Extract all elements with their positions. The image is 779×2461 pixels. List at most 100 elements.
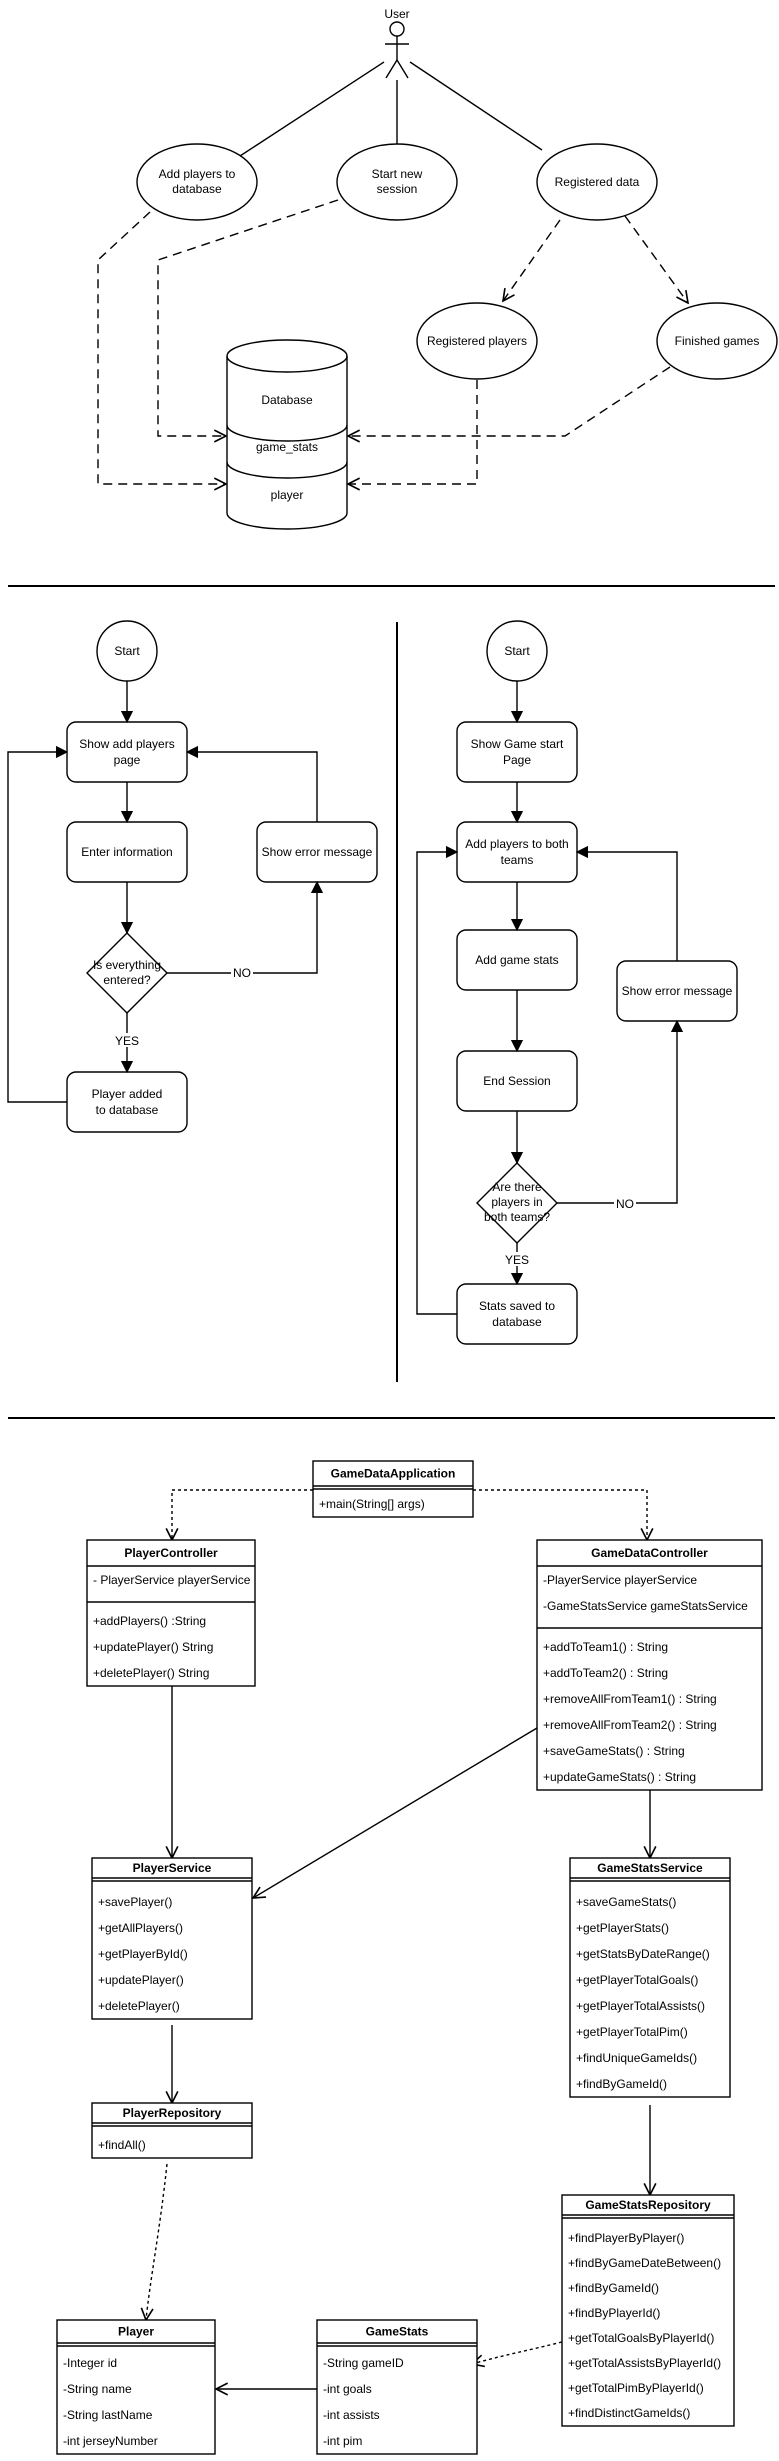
class-stats-repo-name: GameStatsRepository <box>585 2198 711 2212</box>
class-diagram: GameDataApplication +main(String[] args) P… <box>56 1460 763 2455</box>
class-player-controller: PlayerController - PlayerService playerSe… <box>86 1539 256 1687</box>
right-check-line3: both teams? <box>484 1210 550 1224</box>
class-player-service-member: +getPlayerById() <box>98 1947 188 1961</box>
usecase-registered-data: Registered data <box>536 143 658 221</box>
right-error-label: Show error message <box>622 984 733 998</box>
dep-app-playercontroller <box>172 1489 313 1540</box>
class-app-name: GameDataApplication <box>331 1467 456 1481</box>
left-yes-label: YES <box>115 1034 139 1048</box>
class-player-name: Player <box>118 2325 154 2339</box>
usecase-finished-games: Finished games <box>656 302 778 380</box>
right-done-line2: database <box>492 1315 542 1329</box>
class-game-controller-member: +updateGameStats() : String <box>543 1770 696 1784</box>
class-player-service-member: +deletePlayer() <box>98 1999 180 2013</box>
class-stats-service-member: +getPlayerStats() <box>576 1921 669 1935</box>
class-game-controller-member: +addToTeam1() : String <box>543 1640 668 1654</box>
flowchart-add-players: Start Show add players page Enter inform… <box>7 620 378 1133</box>
class-player-member: -Integer id <box>63 2356 117 2370</box>
class-player-controller-field: - PlayerService playerService <box>93 1573 251 1587</box>
class-game-stats-member: -int goals <box>323 2382 372 2396</box>
assoc-gamedatacontroller-playerservice <box>253 1727 538 1898</box>
right-loop-back <box>416 852 457 1315</box>
class-game-controller-member: +addToTeam2() : String <box>543 1666 668 1680</box>
class-player-controller-name: PlayerController <box>124 1546 218 1560</box>
class-game-controller-name: GameDataController <box>591 1546 708 1560</box>
right-yes-label: YES <box>505 1253 529 1267</box>
class-game-controller-member: +saveGameStats() : String <box>543 1744 685 1758</box>
left-show-page-line1: Show add players <box>79 737 174 751</box>
class-stats-service-member: +saveGameStats() <box>576 1895 676 1909</box>
class-player-controller-member: +deletePlayer() String <box>93 1666 209 1680</box>
class-stats-service-member: +getStatsByDateRange() <box>576 1947 710 1961</box>
right-done-line1: Stats saved to <box>479 1299 555 1313</box>
class-stats-service-member: +getPlayerTotalGoals() <box>576 1973 698 1987</box>
left-show-page-node <box>66 721 188 783</box>
dep-gamestatsrepository-gamestats <box>472 2341 563 2364</box>
usecase-registered-players: Registered players <box>416 302 538 380</box>
class-game-controller-field: -GameStatsService gameStatsService <box>543 1599 748 1613</box>
flow-registered-players-from-player-table <box>348 380 478 484</box>
left-no-branch <box>167 882 317 974</box>
assoc-registered-data <box>409 61 543 151</box>
usecase-registered-players-label: Registered players <box>427 334 527 348</box>
left-enter-info-label: Enter information <box>81 845 172 859</box>
flowchart-game-session: Start Show Game start Page Add players t… <box>416 620 738 1345</box>
usecase-finished-games-label: Finished games <box>675 334 760 348</box>
class-player-repo: PlayerRepository+findAll() <box>91 2102 253 2159</box>
flow-start-session-to-game-stats <box>157 199 339 436</box>
class-stats-repo: GameStatsRepository +findPlayerByPlayer()… <box>561 2194 735 2427</box>
class-game-stats-member: -int assists <box>323 2408 380 2422</box>
usecase-add-players-line2: database <box>172 182 222 196</box>
class-game-stats-name: GameStats <box>366 2325 429 2339</box>
right-no-branch <box>557 1021 677 1204</box>
left-show-page-line2: page <box>114 753 141 767</box>
right-show-page-node <box>456 721 578 783</box>
class-player-controller-member: +addPlayers() :String <box>93 1614 206 1628</box>
usecase-start-session-line2: session <box>377 182 418 196</box>
right-end-session-label: End Session <box>483 1074 550 1088</box>
left-error-back <box>187 752 318 822</box>
class-stats-repo-member: +findByGameDateBetween() <box>568 2256 721 2270</box>
dep-playerrepository-player <box>146 2163 168 2320</box>
flow-finished-games-from-game-stats <box>348 366 671 436</box>
left-no-label: NO <box>233 966 251 980</box>
class-player-member: -String name <box>63 2382 132 2396</box>
left-error-label: Show error message <box>262 845 373 859</box>
class-stats-repo-member: +getTotalAssistsByPlayerId() <box>568 2356 721 2370</box>
class-stats-service-member: +findByGameId() <box>576 2077 667 2091</box>
class-game-controller-member: +removeAllFromTeam2() : String <box>543 1718 717 1732</box>
right-done-node <box>456 1283 578 1345</box>
class-stats-repo-member: +findDistinctGameIds() <box>568 2406 690 2420</box>
database-cylinder: Database game_stats player <box>226 339 348 530</box>
usecase-add-players-line1: Add players to <box>159 167 236 181</box>
left-start-label: Start <box>114 644 140 658</box>
class-player-controller-member: +updatePlayer() String <box>93 1640 213 1654</box>
class-game-controller: GameDataController-PlayerService playerS… <box>536 1539 763 1791</box>
class-game-stats-member: -String gameID <box>323 2356 404 2370</box>
class-player-service: PlayerService+savePlayer()+getAllPlayers… <box>91 1857 253 2020</box>
class-stats-service-name: GameStatsService <box>597 1861 703 1875</box>
class-stats-service-member: +getPlayerTotalAssists() <box>576 1999 705 2013</box>
class-stats-repo-member: +findPlayerByPlayer() <box>568 2231 684 2245</box>
right-error-back <box>577 852 678 961</box>
class-app-member: +main(String[] args) <box>319 1497 425 1511</box>
right-show-page-line1: Show Game start <box>471 737 564 751</box>
extend-finished-games <box>624 215 688 303</box>
left-check-line1: Is everything <box>93 958 161 972</box>
actor-label: User <box>384 7 409 21</box>
left-done-line1: Player added <box>92 1087 163 1101</box>
use-case-section: User Add players to database Start new s… <box>97 7 778 530</box>
database-table-game-stats: game_stats <box>256 440 318 454</box>
class-player-member: -int jerseyNumber <box>63 2434 158 2448</box>
right-show-page-line2: Page <box>503 753 531 767</box>
class-stats-repo-member: +getTotalPimByPlayerId() <box>568 2381 704 2395</box>
class-player-member: -String lastName <box>63 2408 153 2422</box>
class-player-service-name: PlayerService <box>133 1861 212 1875</box>
right-add-players-line1: Add players to both <box>465 837 568 851</box>
right-add-players-line2: teams <box>501 853 534 867</box>
right-no-label: NO <box>616 1197 634 1211</box>
class-player-service-member: +updatePlayer() <box>98 1973 184 1987</box>
usecase-start-session-line1: Start new <box>372 167 423 181</box>
left-loop-back <box>7 752 67 1103</box>
right-check-line1: Are there <box>492 1180 542 1194</box>
